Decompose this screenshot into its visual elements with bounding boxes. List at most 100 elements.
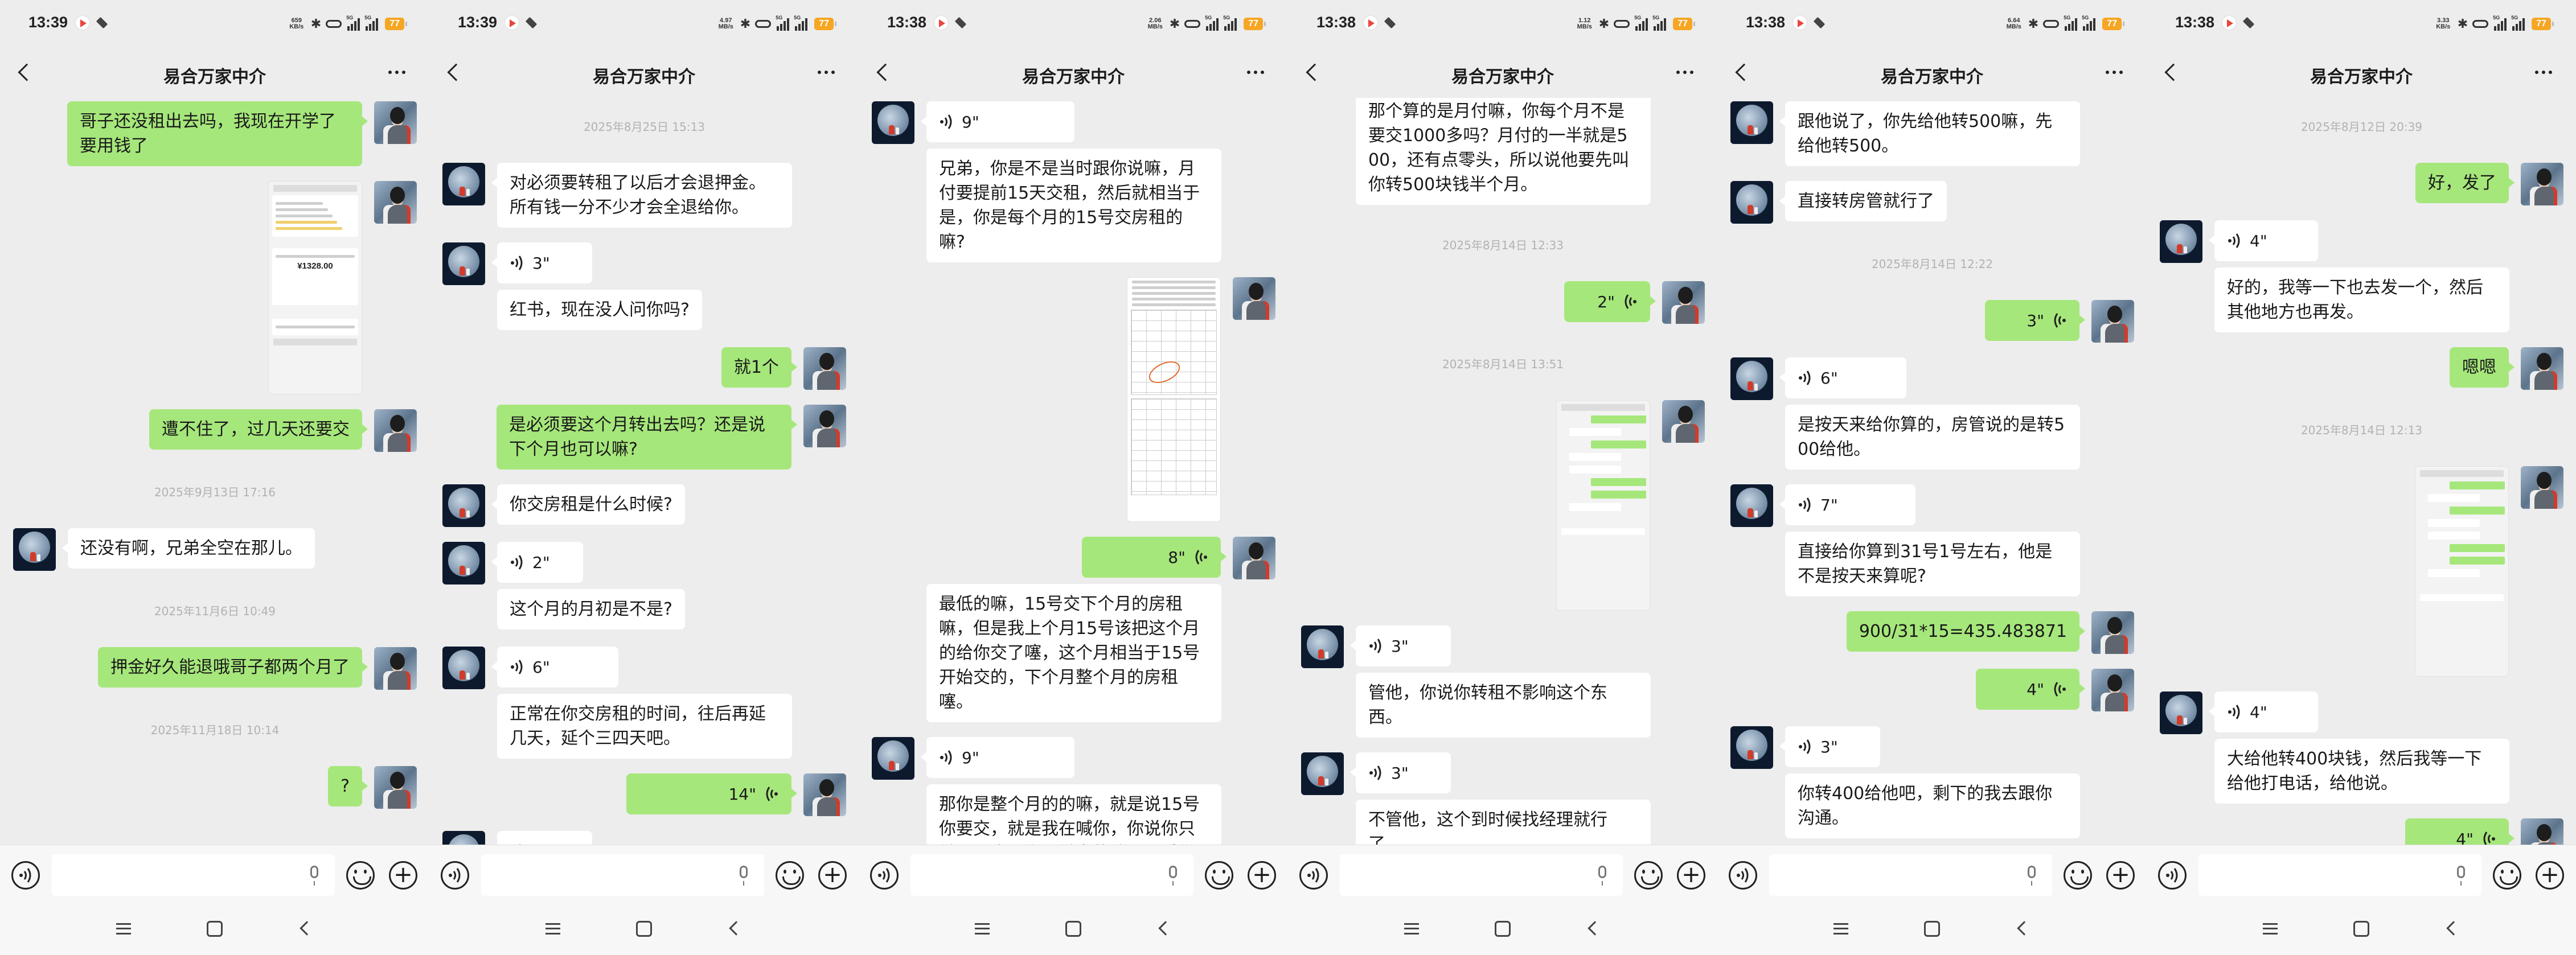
voice-message[interactable]: 9" (921, 737, 1074, 778)
text-message[interactable]: 900/31*15=435.483871 (1846, 611, 2086, 652)
message-input[interactable] (1340, 854, 1623, 896)
emoji-button[interactable] (1205, 861, 1233, 890)
agent-avatar[interactable] (2160, 220, 2202, 263)
nav-menu-button[interactable] (545, 923, 560, 935)
text-message[interactable]: 不管他，这个到时候找经理就行了。 (1356, 800, 1651, 845)
agent-avatar[interactable] (442, 163, 485, 205)
message-list[interactable]: 9"兄弟，你是不是当时跟你说嘛，月付要提前15天交租，然后就相当于是，你是每个月… (859, 98, 1288, 845)
text-message[interactable]: 对必须要转租了以后才会退押金。所有钱一分不少才会全退给你。 (491, 163, 792, 228)
more-options-button[interactable] (1676, 71, 1693, 74)
emoji-button[interactable] (1634, 861, 1663, 890)
user-avatar[interactable] (1233, 537, 1275, 579)
nav-menu-button[interactable] (1833, 923, 1848, 935)
voice-message[interactable]: 3" (491, 242, 592, 283)
voice-message[interactable]: 2" (491, 542, 583, 583)
agent-avatar[interactable] (442, 542, 485, 584)
more-plus-button[interactable]: + (389, 861, 417, 890)
agent-avatar[interactable] (13, 528, 56, 571)
voice-message[interactable]: 7" (1779, 484, 1915, 525)
user-avatar[interactable] (803, 773, 846, 816)
agent-avatar[interactable] (872, 737, 914, 780)
nav-home-button[interactable] (636, 921, 652, 937)
more-plus-button[interactable]: + (818, 861, 847, 890)
nav-back-button[interactable] (1158, 921, 1173, 936)
message-input[interactable] (2198, 854, 2481, 896)
agent-avatar[interactable] (1730, 357, 1773, 400)
emoji-button[interactable] (346, 861, 375, 890)
more-options-button[interactable] (818, 71, 835, 74)
nav-menu-button[interactable] (975, 923, 990, 935)
user-avatar[interactable] (374, 101, 417, 144)
text-message[interactable]: 红书，现在没人问你吗? (497, 290, 702, 330)
text-message[interactable]: 那你是整个月的的嘛，就是说15号你要交，就是我在喊你，你说你只做到月底，你不做完… (926, 784, 1221, 845)
message-input[interactable] (481, 854, 764, 896)
user-avatar[interactable] (2521, 347, 2563, 390)
microphone-icon[interactable] (740, 866, 748, 886)
agent-avatar[interactable] (1730, 101, 1773, 144)
text-message[interactable]: 是必须要这个月转出去吗？还是说下个月也可以嘛? (497, 405, 797, 470)
nav-menu-button[interactable] (116, 923, 131, 935)
text-message[interactable]: ? (328, 766, 368, 806)
voice-message[interactable] (497, 831, 592, 845)
microphone-icon[interactable] (1598, 866, 1606, 886)
agent-avatar[interactable] (1301, 625, 1344, 668)
voice-input-button[interactable] (11, 861, 40, 890)
nav-home-button[interactable] (1065, 921, 1081, 937)
voice-message[interactable]: 3" (1779, 726, 1880, 767)
voice-message[interactable]: 4" (1976, 669, 2085, 710)
voice-message[interactable]: 6" (491, 647, 618, 688)
agent-avatar[interactable] (872, 101, 914, 144)
more-plus-button[interactable]: + (2536, 861, 2564, 890)
text-message[interactable]: 是按天来给你算的，房管说的是转500给他。 (1785, 405, 2080, 470)
voice-message[interactable]: 4" (2405, 818, 2515, 845)
message-input[interactable] (1769, 854, 2052, 896)
more-plus-button[interactable]: + (1248, 861, 1276, 890)
nav-back-button[interactable] (300, 921, 314, 936)
user-avatar[interactable] (374, 766, 417, 809)
agent-avatar[interactable] (442, 831, 485, 845)
emoji-button[interactable] (2064, 861, 2092, 890)
nav-back-button[interactable] (2446, 921, 2461, 936)
user-avatar[interactable] (2091, 669, 2134, 711)
image-message-document[interactable] (1127, 277, 1221, 522)
user-avatar[interactable] (1662, 400, 1705, 443)
more-plus-button[interactable]: + (1677, 861, 1705, 890)
nav-home-button[interactable] (1924, 921, 1940, 937)
user-avatar[interactable] (803, 405, 846, 447)
user-avatar[interactable] (803, 347, 846, 390)
user-avatar[interactable] (2091, 300, 2134, 343)
user-avatar[interactable] (2091, 611, 2134, 654)
user-avatar[interactable] (374, 647, 417, 690)
voice-message[interactable]: 3" (1984, 300, 2085, 341)
message-input[interactable] (910, 854, 1193, 896)
nav-home-button[interactable] (1495, 921, 1511, 937)
text-message[interactable]: 押金好久能退哦哥子都两个月了 (98, 647, 368, 688)
microphone-icon[interactable] (2028, 866, 2036, 886)
text-message[interactable]: 好的，我等一下也去发一个，然后其他地方也再发。 (2214, 267, 2509, 332)
voice-message[interactable]: 14" (626, 773, 797, 814)
nav-back-button[interactable] (729, 921, 744, 936)
nav-menu-button[interactable] (2263, 923, 2278, 935)
voice-input-button[interactable] (870, 861, 899, 890)
agent-avatar[interactable] (442, 647, 485, 689)
more-plus-button[interactable]: + (2106, 861, 2135, 890)
more-options-button[interactable] (2106, 71, 2123, 74)
text-message[interactable]: 直接给你算到31号1号左右，他是不是按天来算呢? (1785, 532, 2080, 596)
text-message[interactable]: 你交房租是什么时候? (491, 484, 685, 525)
voice-message[interactable]: 4" (2209, 691, 2318, 732)
user-avatar[interactable] (1662, 281, 1705, 324)
agent-avatar[interactable] (1730, 726, 1773, 769)
nav-home-button[interactable] (207, 921, 223, 937)
text-message[interactable]: 管他，你说你转租不影响这个东西。 (1356, 673, 1651, 738)
user-avatar[interactable] (374, 409, 417, 452)
agent-avatar[interactable] (2160, 691, 2202, 734)
text-message[interactable]: 直接转房管就行了 (1779, 181, 1947, 221)
text-message[interactable]: 好，发了 (2415, 163, 2515, 203)
text-message[interactable]: 最低的嘛，15号交下个月的房租嘛，但是我上个月15号该把这个月的给你交了噻，这个… (926, 584, 1221, 722)
message-input[interactable] (52, 854, 335, 896)
image-message-chat[interactable] (2415, 466, 2509, 677)
